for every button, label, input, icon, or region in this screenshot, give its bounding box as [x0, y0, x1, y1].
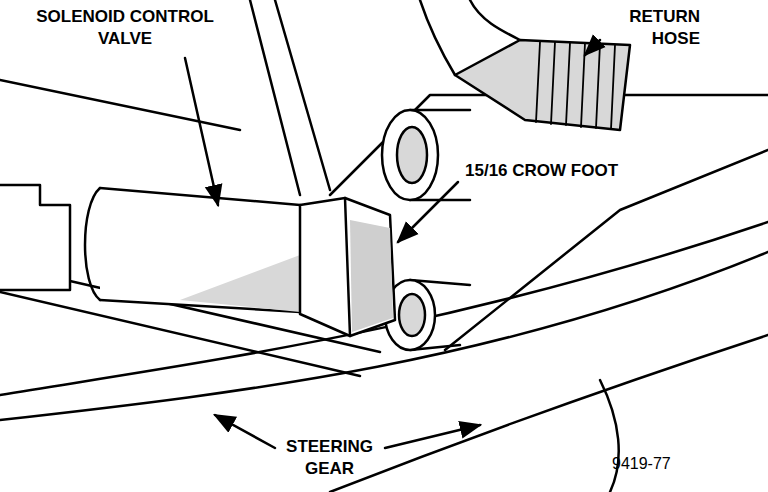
hex-nut: [300, 198, 395, 336]
hose-tube: [470, 0, 520, 40]
part-label: SOLENOID CONTROL VALVE: [30, 6, 220, 50]
tool-label: 15/16 CROW FOOT: [462, 160, 621, 182]
lower-port: [399, 294, 425, 336]
electrical-connector: [0, 185, 70, 290]
solenoid-shade: [180, 255, 300, 312]
upper-port: [382, 110, 438, 200]
upper-port: [397, 127, 427, 183]
gear-housing: [600, 380, 619, 492]
leader-line: [385, 425, 480, 448]
gear-housing: [330, 335, 768, 492]
figure-number: 9419-77: [612, 454, 671, 475]
frame-line: [250, 0, 300, 195]
hose-ribs: [536, 42, 615, 129]
solenoid-body: [100, 188, 300, 312]
hose-fitting: [455, 40, 630, 130]
leader-line: [585, 40, 600, 55]
part-label: STEERING GEAR: [272, 436, 387, 480]
frame-line: [275, 0, 330, 190]
part-label: RETURN HOSE: [600, 6, 700, 50]
leader-line: [398, 182, 458, 242]
frame-line: [0, 80, 240, 130]
hose-tube: [420, 0, 455, 75]
hex-nut: [345, 198, 350, 336]
solenoid-body: [85, 188, 100, 300]
gear-housing: [445, 150, 768, 350]
leader-line: [185, 58, 218, 205]
hex-nut-shade: [350, 220, 393, 332]
solenoid-body: [100, 188, 300, 312]
leader-line: [215, 415, 275, 448]
